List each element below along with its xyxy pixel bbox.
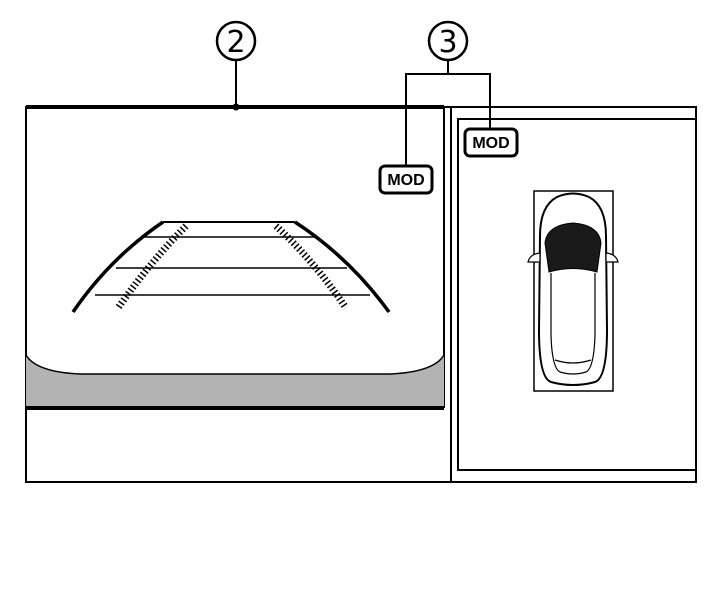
guide-right-outer xyxy=(294,220,391,314)
car-windshield xyxy=(544,222,602,273)
parking-guide-lines xyxy=(71,220,391,314)
rear-view-panel: MOD xyxy=(25,105,445,410)
guide-left-outer xyxy=(71,220,164,313)
vehicle-box xyxy=(533,190,614,392)
mod-indicator-top-label: MOD xyxy=(472,135,509,152)
callout-2-number: 2 xyxy=(226,25,245,60)
rear-bumper-band xyxy=(26,355,444,408)
car-mirror-right xyxy=(605,252,619,263)
car-mirror-left xyxy=(527,252,541,263)
callout-2-dot xyxy=(232,103,240,111)
predicted-course-left xyxy=(115,223,189,310)
mod-indicator-rear: MOD xyxy=(378,164,434,195)
callout-2: 2 xyxy=(215,20,257,111)
top-view-frame xyxy=(457,118,697,471)
top-view-panel: MOD xyxy=(457,118,697,471)
rear-bumper-edge xyxy=(25,354,445,375)
mod-indicator-top: MOD xyxy=(463,127,519,158)
callout-3-leader xyxy=(405,60,491,166)
callout-3-number: 3 xyxy=(438,25,457,60)
predicted-course-right xyxy=(273,223,349,310)
car-top-view-icon xyxy=(527,192,619,386)
callout-3: 3 xyxy=(405,20,491,166)
mod-indicator-rear-label: MOD xyxy=(387,172,424,189)
